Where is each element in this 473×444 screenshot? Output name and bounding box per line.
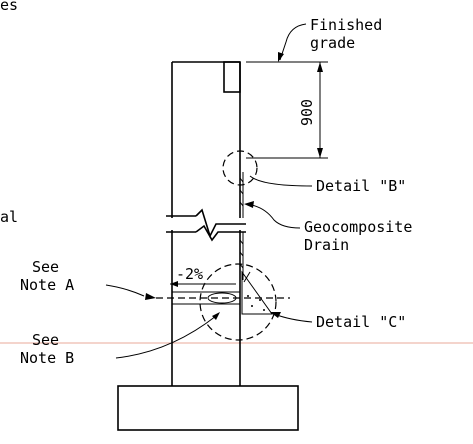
see-note-b-line2: Note B [20, 349, 74, 367]
geocomposite-label-line2: Drain [304, 236, 349, 254]
note-b-leader [115, 315, 217, 359]
finished-grade-label-line1: Finished [310, 16, 382, 34]
see-note-a-line2: Note A [20, 276, 74, 294]
top-left-fragment: es [0, 0, 18, 14]
note-a-leader [105, 284, 145, 297]
dimension-label: 900 [298, 99, 316, 126]
see-note-a-line1: See [32, 258, 59, 276]
dimension-line-900 [317, 62, 323, 158]
footing [117, 385, 299, 431]
wall-stem [171, 61, 241, 386]
detail-c-circle [199, 263, 277, 341]
detail-c-label: Detail "C" [316, 313, 406, 331]
detail-b-circle [222, 150, 258, 186]
geocomposite-leader [245, 203, 301, 229]
detail-b-leader [249, 175, 313, 187]
detail-c-leader [273, 313, 313, 323]
detail-b-label: Detail "B" [316, 177, 406, 195]
drain-pipe [156, 270, 290, 315]
finished-grade-label-line2: grade [310, 34, 355, 52]
mid-left-fragment: al [0, 208, 18, 226]
finished-grade-leader [279, 23, 307, 61]
slope-label: -2% [176, 265, 203, 283]
see-note-b-line1: See [32, 331, 59, 349]
geocomposite-label-line1: Geocomposite [304, 218, 412, 236]
break-line-symbol [166, 208, 246, 242]
slope-arrow [170, 281, 236, 287]
